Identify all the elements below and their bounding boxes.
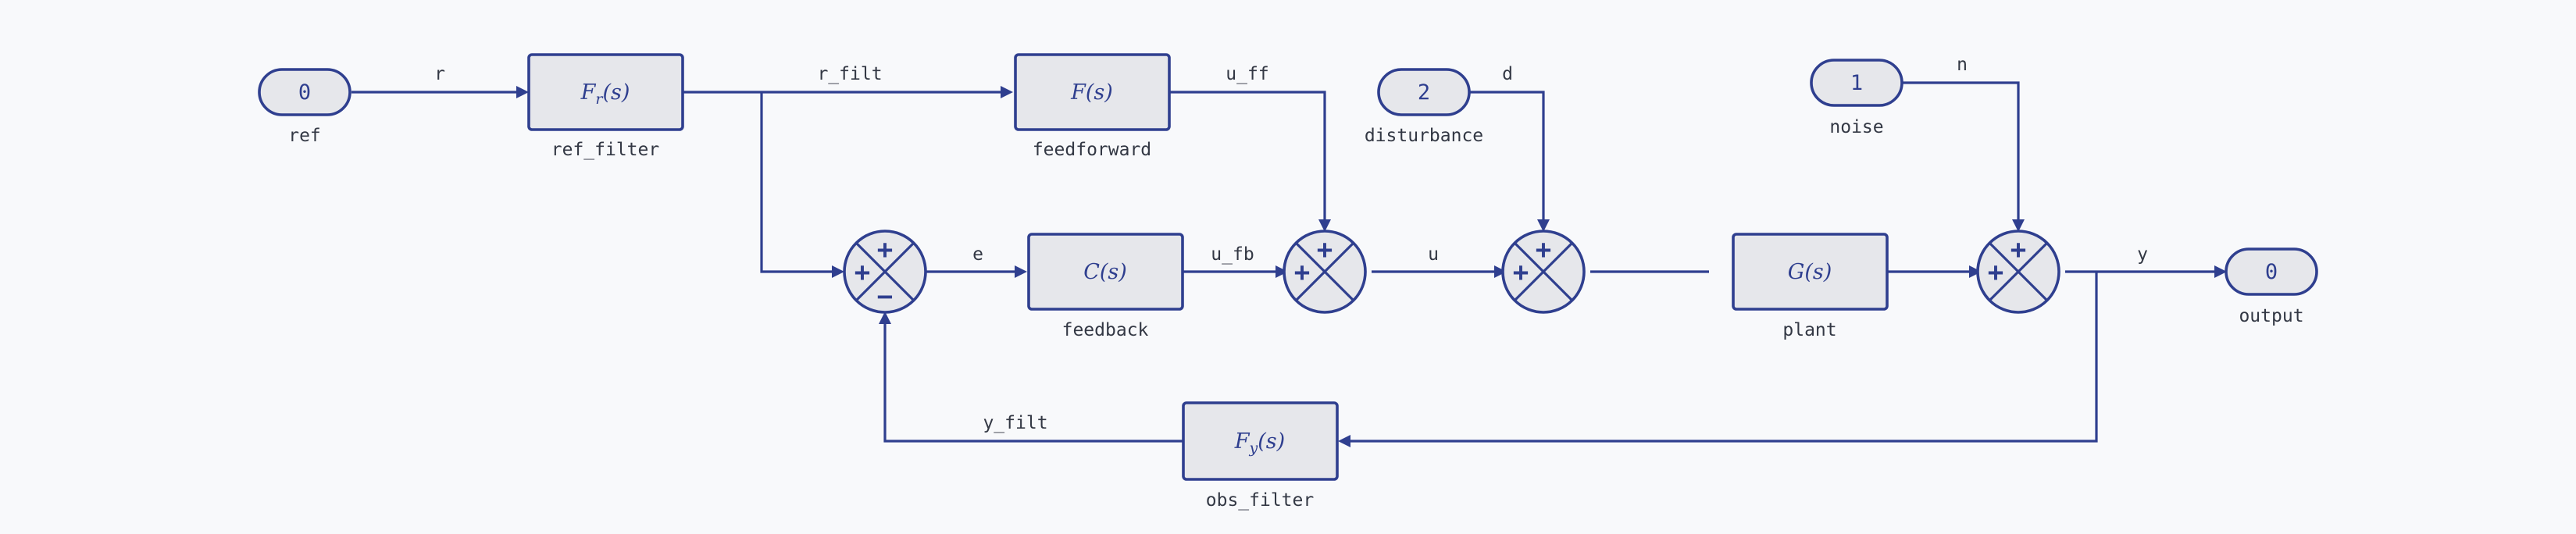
arrowhead-control-sum-top	[1318, 219, 1331, 232]
block-feedforward-shape	[1014, 53, 1171, 131]
block-feedback-tf: C(s)	[1083, 260, 1127, 284]
arrowhead-dist-sum-left	[1494, 265, 1507, 278]
block-ref-filter-tf: Fr(s)	[580, 80, 630, 108]
signal-label-y-filt: y_filt	[983, 413, 1047, 433]
terminal-noise: 1 noise	[1810, 59, 1903, 137]
sum-error: + + −	[843, 230, 927, 314]
signal-label-r: r	[434, 64, 445, 84]
arrowhead-error-sum-bottom	[879, 312, 891, 324]
block-feedback-shape	[1027, 233, 1184, 311]
sum-disturbance-sign-top: +	[1536, 234, 1551, 265]
sum-error-sign-left: +	[855, 257, 870, 288]
arrowhead-noise-sum-top	[2012, 219, 2025, 232]
block-obs-filter-tf-sub: y	[1249, 440, 1258, 457]
signal-label-d: d	[1502, 64, 1513, 84]
arrowhead-error-sum-in	[832, 265, 844, 278]
wire-y-filt	[883, 323, 1183, 443]
wire-d	[1470, 91, 1545, 220]
block-feedforward-tf-letter: F	[1070, 80, 1086, 105]
arrowhead-feedback-in	[1015, 265, 1027, 278]
sum-error-sign-bottom: −	[877, 281, 893, 312]
signal-label-r-filt: r_filt	[817, 64, 882, 84]
signal-label-u-fb: u_fb	[1211, 244, 1254, 265]
sum-control-sign-left: +	[1294, 257, 1310, 288]
block-ref-filter-tf-letter: F	[580, 80, 597, 105]
arrowheads	[516, 86, 2227, 447]
block-ref-filter-tf-sub: r	[595, 91, 604, 108]
block-ref-filter: Fr(s) ref_filter	[527, 53, 684, 160]
wire-y-feedback	[1350, 272, 2098, 443]
block-plant: G(s) plant	[1732, 233, 1889, 340]
terminal-ref-value: 0	[298, 80, 311, 105]
sum-noise: + +	[1976, 230, 2060, 314]
terminal-output: 0 output	[2225, 247, 2318, 326]
signal-labels: r r_filt u_ff d n e u_fb u y y_filt	[434, 55, 2148, 433]
terminal-output-shape	[2225, 247, 2318, 296]
signal-label-y: y	[2137, 244, 2148, 265]
terminal-disturbance: 2 disturbance	[1365, 68, 1483, 146]
terminal-noise-shape	[1810, 59, 1903, 107]
arrowhead-ref-filter-in	[516, 86, 529, 98]
block-obs-filter: Fy(s) obs_filter	[1182, 401, 1339, 511]
block-plant-tf-arg: (s)	[1804, 260, 1832, 284]
wire-u-ff	[1170, 91, 1326, 220]
terminal-ref-shape	[258, 68, 351, 116]
arrowhead-feedforward-in	[1001, 86, 1013, 98]
block-plant-label: plant	[1782, 320, 1836, 340]
block-obs-filter-tf: Fy(s)	[1234, 429, 1285, 457]
block-obs-filter-tf-arg: (s)	[1258, 429, 1285, 454]
signal-label-u-ff: u_ff	[1226, 64, 1268, 84]
terminal-noise-value: 1	[1850, 71, 1863, 95]
sum-error-sign-top: +	[877, 234, 893, 265]
terminal-output-label: output	[2239, 306, 2303, 326]
terminal-ref-label: ref	[288, 126, 321, 146]
arrowhead-obs-filter-in	[1338, 435, 1350, 447]
block-feedforward-label: feedforward	[1033, 140, 1151, 160]
block-ref-filter-tf-arg: (s)	[602, 80, 630, 105]
sum-control-cross-b	[1294, 241, 1355, 302]
sum-noise-sign-left: +	[1988, 257, 2003, 288]
wire-n	[1903, 81, 2020, 220]
signal-label-u: u	[1428, 244, 1439, 265]
block-plant-tf: G(s)	[1788, 260, 1832, 284]
terminal-output-value: 0	[2265, 260, 2278, 284]
sum-disturbance-sign-left: +	[1513, 257, 1529, 288]
sum-error-cross-b	[855, 241, 915, 302]
block-plant-shape	[1732, 233, 1889, 311]
connections	[351, 81, 2215, 443]
terminal-disturbance-label: disturbance	[1365, 126, 1483, 146]
block-feedback-tf-letter: C	[1083, 260, 1100, 284]
arrowhead-dist-sum-top	[1537, 219, 1550, 232]
sum-control-sign-top: +	[1317, 234, 1333, 265]
arrowhead-control-sum-left	[1276, 265, 1288, 278]
block-feedforward-tf-arg: (s)	[1086, 80, 1113, 105]
sum-disturbance-cross-b	[1513, 241, 1574, 302]
sum-noise-cross-b	[1988, 241, 2049, 302]
signal-label-e: e	[972, 244, 983, 265]
block-feedback: C(s) feedback	[1027, 233, 1184, 340]
sum-disturbance: + +	[1501, 230, 1586, 314]
terminal-noise-label: noise	[1829, 117, 1883, 137]
block-feedforward-tf: F(s)	[1070, 80, 1113, 105]
arrowhead-noise-sum-left	[1969, 265, 1982, 278]
signal-label-n: n	[1957, 55, 1968, 75]
sum-control: + +	[1283, 230, 1367, 314]
terminal-ref: 0 ref	[258, 68, 351, 146]
block-obs-filter-tf-letter: F	[1234, 429, 1251, 454]
block-ref-filter-shape	[527, 53, 684, 131]
block-ref-filter-label: ref_filter	[551, 140, 659, 160]
arrowhead-output-in	[2214, 265, 2227, 278]
block-feedback-tf-arg: (s)	[1100, 260, 1127, 284]
block-obs-filter-label: obs_filter	[1206, 490, 1314, 511]
block-feedback-label: feedback	[1062, 320, 1149, 340]
wire-r-filt-branch	[760, 92, 833, 273]
block-obs-filter-shape	[1182, 401, 1339, 481]
block-plant-tf-letter: G	[1788, 260, 1805, 284]
terminal-disturbance-value: 2	[1418, 80, 1430, 105]
sum-noise-sign-top: +	[2010, 234, 2026, 265]
block-feedforward: F(s) feedforward	[1014, 53, 1171, 160]
terminal-disturbance-shape	[1377, 68, 1471, 116]
